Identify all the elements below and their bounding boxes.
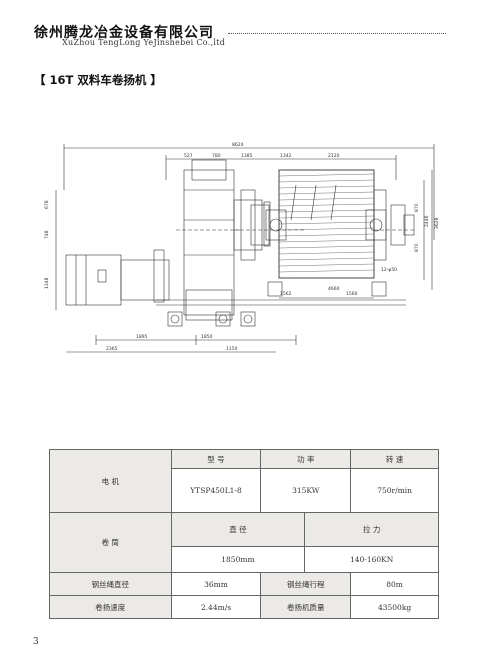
diameter-header: 直 径 bbox=[170, 512, 306, 547]
gearbox bbox=[183, 169, 235, 316]
drum-pull: 140-160KN bbox=[304, 546, 439, 573]
pull-header: 拉 力 bbox=[304, 512, 439, 547]
page-number: 3 bbox=[33, 637, 39, 647]
spec-table: 电 机 型 号 功 率 转 速 YTSP450L1-8 315KW 750r/m… bbox=[49, 449, 439, 619]
winch-mass-value: 43500kg bbox=[350, 595, 439, 619]
motor-model: YTSP450L1-8 bbox=[170, 468, 262, 513]
dim-1895: 1895 bbox=[136, 334, 148, 340]
dim-1348: 1348 bbox=[44, 277, 50, 289]
dim-1150: 1150 bbox=[226, 346, 238, 352]
motor-body bbox=[65, 254, 122, 306]
company-name-cn: 徐州腾龙冶金设备有限公司 bbox=[34, 25, 214, 41]
header-divider bbox=[228, 33, 446, 34]
dim-2120: 2120 bbox=[328, 153, 340, 159]
dim-527: 527 bbox=[184, 153, 193, 159]
dim-678: 678 bbox=[44, 200, 50, 209]
hoist-speed-value: 2.44m/s bbox=[170, 595, 262, 619]
dim-4660: 4660 bbox=[328, 286, 340, 292]
drum-label: 卷 筒 bbox=[49, 512, 172, 573]
rope-diameter-value: 36mm bbox=[170, 572, 262, 596]
dim-870-top: 870 bbox=[414, 203, 420, 212]
dim-1850: 1850 bbox=[201, 334, 213, 340]
dim-1562: 1562 bbox=[280, 291, 292, 297]
motor-power: 315KW bbox=[260, 468, 352, 513]
company-name-en: XuZhou TengLong YeJinshebei Co.,ltd bbox=[62, 38, 226, 47]
section-title: 【 16T 双料车卷扬机 】 bbox=[34, 73, 162, 87]
rope-diameter-label: 钢丝绳直径 bbox=[49, 572, 172, 596]
dim-3628: 3628 bbox=[434, 217, 440, 229]
motor-speed: 750r/min bbox=[350, 468, 439, 513]
rope-travel-label: 钢丝绳行程 bbox=[260, 572, 352, 596]
dim-2365: 2365 bbox=[106, 346, 118, 352]
model-header: 型 号 bbox=[170, 449, 262, 469]
drum-diameter: 1850mm bbox=[170, 546, 306, 573]
dim-overall: 8624 bbox=[232, 142, 244, 148]
hoist-speed-label: 卷扬速度 bbox=[49, 595, 172, 619]
dim-holes: 12-φ50 bbox=[381, 267, 397, 273]
dim-1385: 1385 bbox=[241, 153, 253, 159]
winch-technical-drawing: 8624 527 780 1385 1342 2120 678 748 1348… bbox=[44, 142, 440, 353]
winch-mass-label: 卷扬机质量 bbox=[260, 595, 352, 619]
dim-870-bottom: 870 bbox=[414, 243, 420, 252]
dim-748: 748 bbox=[44, 230, 50, 239]
dim-780: 780 bbox=[212, 153, 221, 159]
speed-header: 转 速 bbox=[350, 449, 439, 469]
power-header: 功 率 bbox=[260, 449, 352, 469]
motor-label: 电 机 bbox=[49, 449, 172, 513]
rope-travel-value: 80m bbox=[350, 572, 439, 596]
dim-1342: 1342 bbox=[280, 153, 292, 159]
dim-1560: 1560 bbox=[346, 291, 358, 297]
dim-2446: 2446 bbox=[424, 215, 430, 227]
